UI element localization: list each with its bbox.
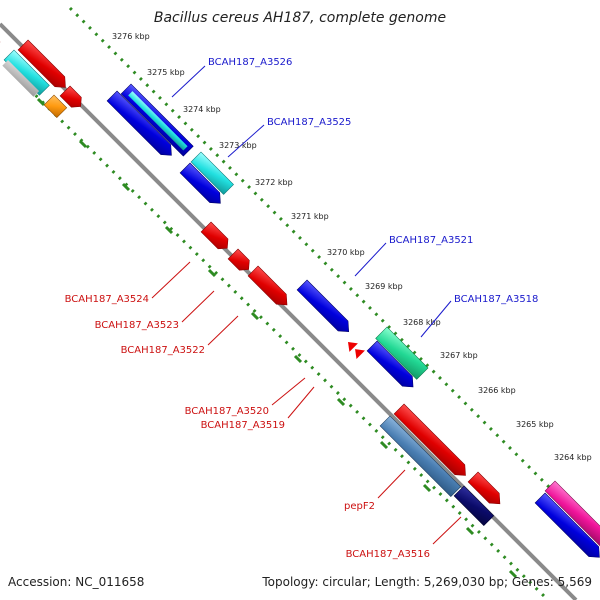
gene-bcah187-a3518-mint[interactable] <box>375 326 429 380</box>
label-bcah187-a3525[interactable]: BCAH187_A3525 <box>267 117 351 128</box>
ruler-label-3274: 3274 kbp <box>183 105 221 114</box>
gene-bcah187-a3523[interactable] <box>227 248 253 274</box>
leader-line-a3525 <box>227 124 265 158</box>
major-ticks <box>36 97 518 579</box>
label-bcah187-a3516[interactable]: BCAH187_A3516 <box>346 549 430 560</box>
accession-text: Accession: NC_011658 <box>8 575 144 589</box>
blue-gene-labels: BCAH187_A3526 BCAH187_A3525 BCAH187_A352… <box>171 57 538 338</box>
map-title: Bacillus cereus AH187, complete genome <box>154 10 446 26</box>
gene-top-left-grey[interactable] <box>2 60 40 97</box>
ruler-label-3271: 3271 kbp <box>291 212 329 221</box>
ruler-label-3266: 3266 kbp <box>478 386 516 395</box>
gene-blue-3526-lower[interactable] <box>106 90 176 160</box>
gene-bcah187-a3526[interactable] <box>120 83 194 157</box>
gene-bcah187-a3518[interactable] <box>366 340 418 392</box>
forward-strand-genes <box>0 27 600 562</box>
leader-line-a3523 <box>181 290 215 323</box>
inner-tick-track <box>8 68 550 600</box>
gene-red-small-left[interactable] <box>59 85 85 111</box>
ruler-label-3272: 3272 kbp <box>255 178 293 187</box>
label-pepf2[interactable]: pepF2 <box>344 501 375 512</box>
leader-line-a3522 <box>207 315 239 346</box>
gene-small-red-marker[interactable] <box>344 338 365 359</box>
ruler-label-3267: 3267 kbp <box>440 351 478 360</box>
reverse-strand-genes <box>43 85 505 527</box>
red-gene-labels: BCAH187_A3524 BCAH187_A3523 BCAH187_A352… <box>65 261 462 560</box>
label-bcah187-a3524[interactable]: BCAH187_A3524 <box>65 294 149 305</box>
label-bcah187-a3519[interactable]: BCAH187_A3519 <box>201 420 285 431</box>
outer-tick-track <box>68 6 600 540</box>
gene-pepf2[interactable] <box>379 415 462 498</box>
leader-line-a3521 <box>354 242 387 277</box>
ruler-label-3273: 3273 kbp <box>219 141 257 150</box>
leader-line-a3519 <box>287 386 315 419</box>
label-bcah187-a3520[interactable]: BCAH187_A3520 <box>185 406 269 417</box>
ruler-label-3265: 3265 kbp <box>516 420 554 429</box>
gene-blue-3525-lower[interactable] <box>179 162 225 208</box>
gene-top-left-b[interactable] <box>17 39 70 92</box>
leader-line-a3520 <box>271 377 306 406</box>
ruler-label-3264: 3264 kbp <box>554 453 592 462</box>
leader-line-a3516 <box>432 516 462 545</box>
gene-bcah187-a3524[interactable] <box>200 221 232 253</box>
gene-bcah187-a3525[interactable] <box>190 151 234 195</box>
gene-bcah187-a3516[interactable] <box>453 485 495 527</box>
ruler-labels: 3276 kbp 3275 kbp 3274 kbp 3273 kbp 3272… <box>112 32 592 462</box>
ruler-label-3270: 3270 kbp <box>327 248 365 257</box>
label-bcah187-a3523[interactable]: BCAH187_A3523 <box>95 320 179 331</box>
gene-bcah187-a3521[interactable] <box>296 279 354 337</box>
leader-line-pepf2 <box>377 469 406 499</box>
gene-blue-bottom-right[interactable] <box>534 492 600 562</box>
topology-text: Topology: circular; Length: 5,269,030 bp… <box>261 575 592 589</box>
ruler-label-3269: 3269 kbp <box>365 282 403 291</box>
gene-pink[interactable] <box>544 480 600 548</box>
label-bcah187-a3518[interactable]: BCAH187_A3518 <box>454 294 538 305</box>
ruler-label-3275: 3275 kbp <box>147 68 185 77</box>
gene-orange[interactable] <box>43 94 68 119</box>
label-bcah187-a3526[interactable]: BCAH187_A3526 <box>208 57 292 68</box>
gene-red-large[interactable] <box>393 403 470 480</box>
ruler-label-3268: 3268 kbp <box>403 318 441 327</box>
label-bcah187-a3522[interactable]: BCAH187_A3522 <box>121 345 205 356</box>
leader-line-a3524 <box>151 261 191 299</box>
gene-bcah187-a3522[interactable] <box>247 265 292 310</box>
leader-line-a3526 <box>171 65 206 98</box>
label-bcah187-a3521[interactable]: BCAH187_A3521 <box>389 235 473 246</box>
leader-line-a3518 <box>420 300 452 338</box>
ruler-label-3276: 3276 kbp <box>112 32 150 41</box>
gene-red-near-a3516[interactable] <box>467 471 505 509</box>
tick-tracks <box>8 6 600 600</box>
